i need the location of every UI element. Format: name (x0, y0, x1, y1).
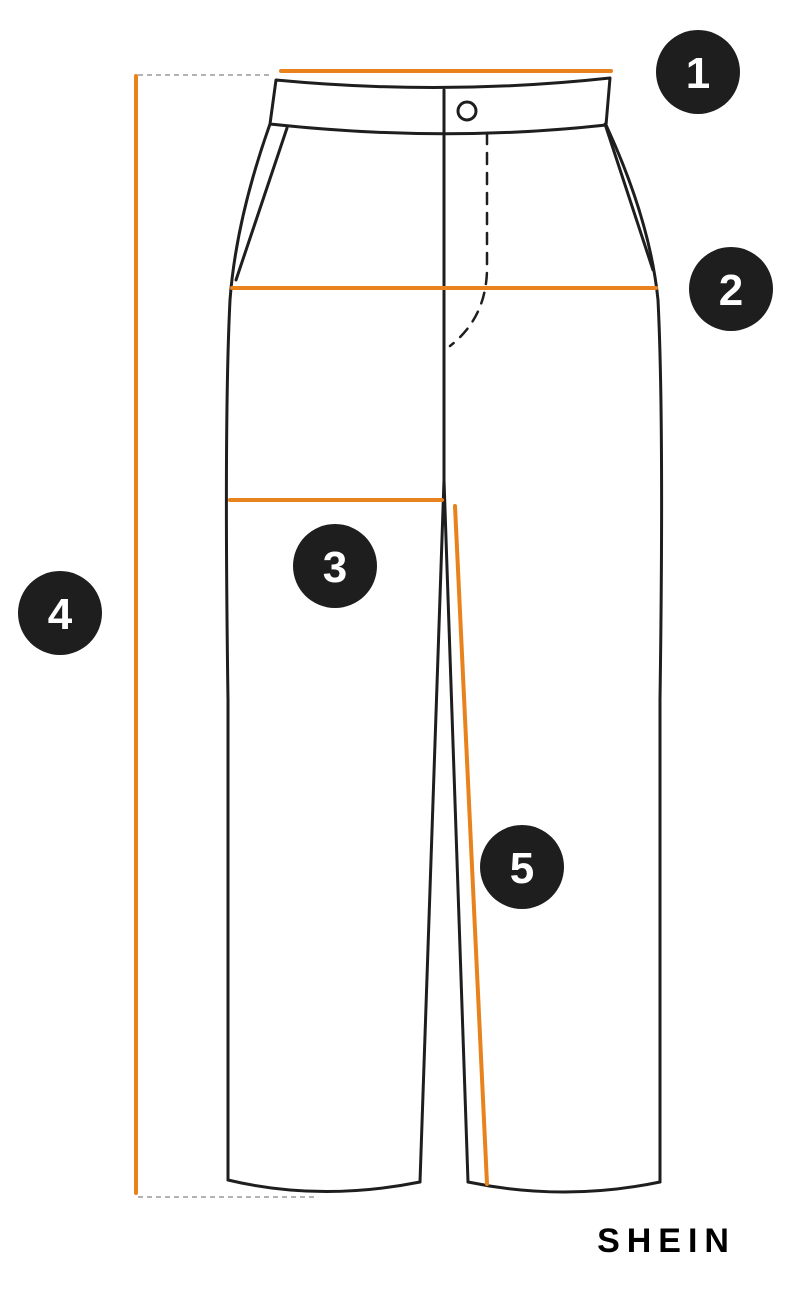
fly-stitch (448, 131, 489, 348)
marker-length-label: 4 (48, 590, 73, 639)
marker-inseam-circle (480, 825, 564, 909)
left-hem (226, 1178, 422, 1193)
left-pocket (234, 126, 289, 282)
marker-thigh-label: 3 (323, 543, 347, 592)
brand-logo: SHEIN (597, 1222, 736, 1260)
marker-hip-label: 2 (719, 266, 743, 315)
waistband (268, 76, 612, 136)
measurement-lines (134, 69, 658, 1195)
right-hem (466, 1180, 662, 1194)
right-pocket (603, 122, 655, 272)
inseam-line (453, 504, 489, 1186)
marker-inseam: 5 (480, 825, 564, 909)
pants-outline (224, 76, 664, 1194)
marker-inseam-label: 5 (510, 844, 534, 893)
marker-thigh-circle (293, 524, 377, 608)
left-outer-seam (224, 122, 272, 1182)
marker-waist: 1 (656, 30, 740, 114)
marker-badges: 1 2 3 4 5 (18, 30, 773, 909)
marker-length-circle (18, 571, 102, 655)
marker-thigh: 3 (293, 524, 377, 608)
left-inseam (418, 478, 446, 1184)
right-inseam (442, 478, 470, 1184)
marker-length: 4 (18, 571, 102, 655)
guide-lines (138, 74, 318, 1198)
button-icon (456, 100, 478, 122)
marker-hip: 2 (689, 247, 773, 331)
right-outer-seam (604, 123, 664, 1184)
marker-waist-label: 1 (686, 49, 710, 98)
marker-waist-circle (656, 30, 740, 114)
marker-hip-circle (689, 247, 773, 331)
